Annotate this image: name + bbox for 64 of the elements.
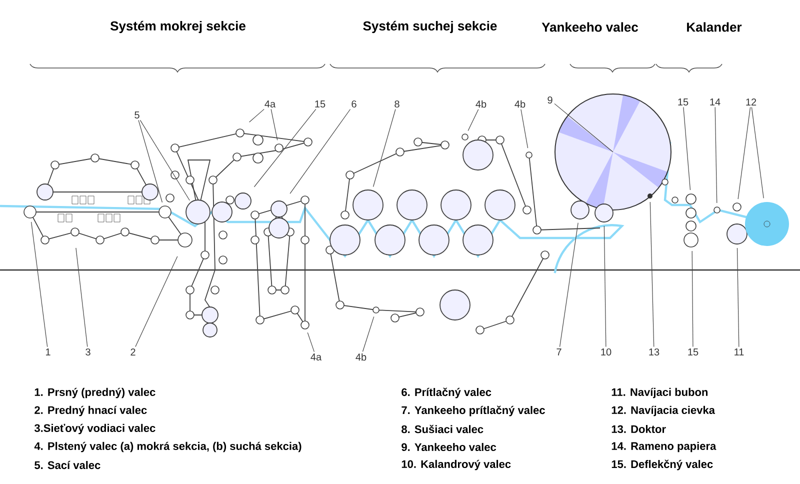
callout-number: 4b (356, 353, 366, 361)
section-title: Systém suchej sekcie (363, 20, 497, 34)
callout-number: 15 (678, 98, 688, 106)
leader-line (290, 108, 351, 194)
callout-number: 7 (556, 348, 562, 356)
leader-line (362, 316, 374, 352)
leader-line (140, 120, 190, 201)
leader-line (31, 222, 48, 348)
legend-entry: 6. Prítlačný valec (402, 388, 492, 398)
callout-number: 12 (746, 98, 756, 106)
legend-entry: 9. Yankeeho valec (402, 442, 496, 452)
callout-number: 14 (710, 98, 720, 106)
legend-entry: 11. Navíjaci bubon (612, 388, 708, 398)
leader-line (683, 106, 691, 190)
leader-line (307, 332, 315, 352)
leader-line (650, 202, 654, 348)
callout-number: 5 (134, 112, 140, 118)
leader-line (76, 248, 88, 348)
callout-number: 3 (86, 348, 90, 356)
legend-entry: 12. Navíjacia cievka (612, 406, 716, 416)
legend-entry: 15. Deflekčný valec (612, 460, 713, 470)
callout-number: 15 (688, 348, 698, 356)
legend-entry: 14. Rameno papiera (612, 442, 716, 452)
leader-line (692, 250, 694, 348)
callout-number: 6 (352, 100, 356, 108)
callout-number: 9 (548, 96, 552, 104)
callout-number: 1 (46, 348, 50, 356)
section-title: Yankeeho valec (542, 22, 638, 32)
legend-entry: 13. Doktor (612, 424, 666, 434)
legend-entry: 1. Prsný (predný) valec (34, 388, 156, 398)
leader-line (254, 108, 316, 188)
leader-line (714, 106, 718, 204)
leader-line (736, 248, 740, 348)
leader-line (468, 109, 479, 131)
leader-line (559, 222, 578, 348)
callout-number: 8 (394, 100, 400, 108)
leader-line (604, 226, 606, 348)
leader-line (554, 103, 614, 152)
leader-line (738, 106, 751, 200)
leader-line (520, 109, 528, 148)
legend-entry: 7. Yankeeho prítlačný valec (402, 406, 545, 416)
callout-number: 4a (264, 100, 276, 108)
callout-number: 11 (734, 348, 744, 356)
legend-entry: 8. Sušiaci valec (402, 424, 484, 434)
leader-line (751, 106, 764, 199)
legend-entry: 2. Predný hnací valec (34, 406, 147, 416)
callout-number: 10 (601, 348, 612, 356)
legend-entry: 5. Sací valec (34, 460, 100, 470)
callout-number: 2 (130, 348, 136, 356)
callout-number: 4a (310, 354, 322, 360)
callout-number: 4b (476, 100, 486, 108)
legend-entry: 10. Kalandrový valec (402, 460, 511, 470)
leader-line (270, 108, 278, 140)
callout-number: 4b (514, 100, 526, 108)
leader-line (135, 256, 178, 348)
section-title: Kalander (687, 22, 742, 32)
legend-entry: 4. Plstený valec (a) mokrá sekcia, (b) suchá sekcia) (34, 442, 302, 452)
section-title: Systém mokrej sekcie (110, 20, 246, 34)
leader-line (249, 108, 264, 122)
leader-line (372, 108, 396, 188)
callout-number: 15 (315, 100, 326, 108)
callout-number: 13 (649, 348, 660, 356)
leader-line (138, 120, 163, 203)
legend-entry: 3.Sieťový vodiaci valec (34, 424, 156, 434)
